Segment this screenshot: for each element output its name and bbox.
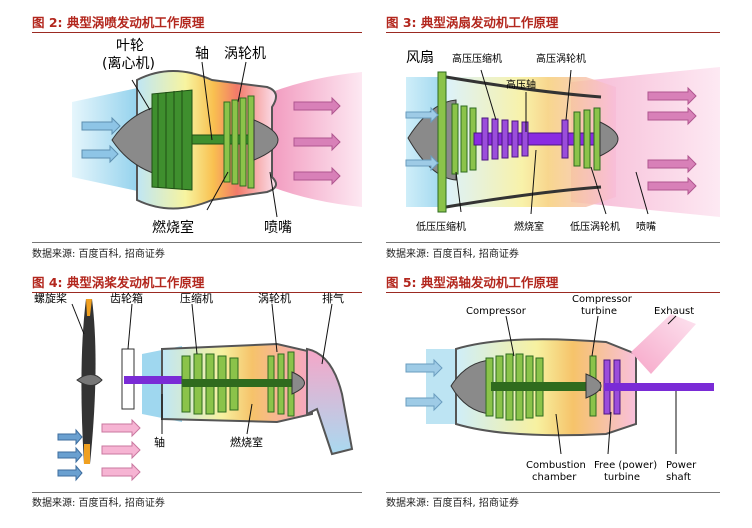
label-hp-shaft: 高压轴 [506, 78, 536, 91]
label-compressor: 压缩机 [180, 291, 213, 305]
source-note: 数据来源: 百度百科, 招商证券 [386, 249, 519, 260]
title-rule [32, 292, 362, 293]
figure-title: 图 3: 典型涡扇发动机工作原理 [386, 15, 559, 30]
label-fan: 风扇 [406, 50, 434, 66]
label-hp-compressor: 高压压缩机 [452, 52, 502, 65]
label-nozzle: 喷嘴 [636, 221, 656, 233]
label-power-shaft-2: shaft [666, 472, 691, 483]
label-lp-turbine: 低压涡轮机 [570, 220, 620, 233]
label-exhaust: 排气 [322, 291, 344, 305]
label-lp-compressor: 低压压缩机 [416, 220, 466, 233]
label-power-shaft-1: Power [666, 460, 697, 471]
turboshaft-diagram: Compressor Compressor turbine Exhaust Co… [405, 294, 714, 483]
title-rule [386, 32, 720, 33]
label-turbine: 涡轮机 [224, 46, 266, 62]
label-exhaust: Exhaust [654, 306, 694, 317]
label-combustion-1: Combustion [526, 460, 586, 471]
source-note: 数据来源: 百度百科, 招商证券 [32, 249, 165, 260]
label-combustor: 燃烧室 [514, 220, 544, 233]
figure-turboshaft: 图 5: 典型涡轴发动机工作原理 [386, 272, 720, 522]
figure-title: 图 5: 典型涡轴发动机工作原理 [386, 275, 559, 290]
source-rule [32, 492, 362, 493]
label-free-turbine-1: Free (power) [594, 460, 657, 471]
figure-turbojet: 图 2: 典型涡喷发动机工作原理 [32, 12, 362, 262]
label-impeller: 叶轮 [116, 38, 144, 54]
turbojet-diagram: 叶轮 (离心机) 轴 涡轮机 燃烧室 喷嘴 [72, 38, 362, 236]
label-compressor-turbine-2: turbine [581, 306, 617, 317]
label-free-turbine-2: turbine [604, 472, 640, 483]
label-compressor-turbine-1: Compressor [572, 294, 633, 305]
label-nozzle: 喷嘴 [264, 220, 292, 236]
label-turbine: 涡轮机 [258, 291, 291, 305]
label-combustion-2: chamber [532, 472, 577, 483]
source-note: 数据来源: 百度百科, 招商证券 [32, 498, 165, 509]
figure-title: 图 2: 典型涡喷发动机工作原理 [32, 15, 205, 30]
label-compressor: Compressor [466, 306, 527, 317]
source-rule [386, 242, 720, 243]
turboprop-diagram: 螺旋桨 齿轮箱 压缩机 涡轮机 排气 轴 燃烧室 [34, 291, 354, 482]
figure-turbofan: 图 3: 典型涡扇发动机工作原理 [386, 12, 720, 262]
label-impeller-sub: (离心机) [102, 55, 155, 72]
title-rule [32, 32, 362, 33]
label-gearbox: 齿轮箱 [110, 291, 143, 305]
figure-turboprop: 图 4: 典型涡桨发动机工作原理 [32, 272, 362, 522]
label-propeller: 螺旋桨 [34, 291, 67, 305]
label-shaft: 轴 [154, 435, 165, 449]
title-rule [386, 292, 720, 293]
source-rule [32, 242, 362, 243]
turbofan-diagram: 风扇 高压压缩机 高压涡轮机 高压轴 低压压缩机 燃烧室 低压涡轮机 喷嘴 [405, 50, 720, 233]
source-note: 数据来源: 百度百科, 招商证券 [386, 498, 519, 509]
label-combustor: 燃烧室 [230, 435, 263, 449]
figure-title: 图 4: 典型涡桨发动机工作原理 [32, 275, 205, 290]
source-rule [386, 492, 720, 493]
label-combustor: 燃烧室 [152, 219, 194, 236]
label-hp-turbine: 高压涡轮机 [536, 52, 586, 65]
label-shaft: 轴 [195, 46, 209, 62]
